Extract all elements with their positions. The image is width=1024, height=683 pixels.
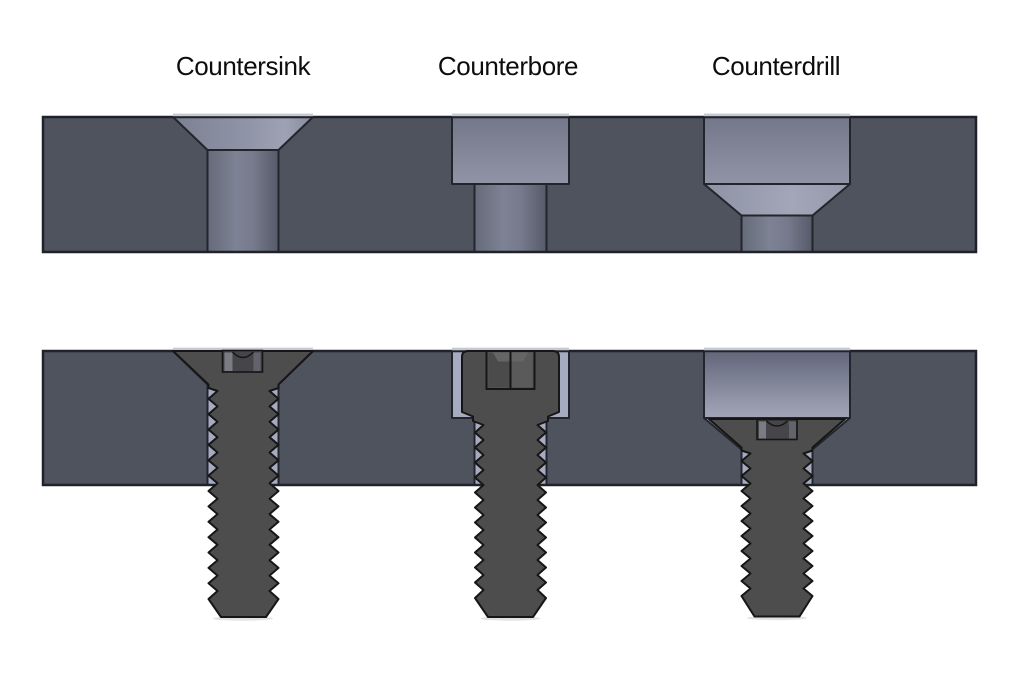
- counterdrill-flat-head-screw: [708, 418, 846, 618]
- bottom-plate-cross-section: [41, 347, 978, 621]
- hex-socket: [485, 350, 536, 390]
- counterbore-socket-head-screw: [461, 350, 560, 618]
- top-plate-cross-section: [41, 113, 978, 254]
- hex-socket: [221, 349, 264, 373]
- hex-socket: [756, 418, 798, 441]
- countersink-hole: [172, 116, 314, 253]
- empty-counterdrill-bore: [703, 350, 851, 419]
- counterdrill-hole: [703, 116, 851, 253]
- countersink-flat-head-screw: [172, 349, 314, 618]
- label-counterbore: Counterbore: [437, 51, 579, 81]
- label-countersink: Countersink: [175, 51, 311, 81]
- label-counterdrill: Counterdrill: [711, 51, 841, 81]
